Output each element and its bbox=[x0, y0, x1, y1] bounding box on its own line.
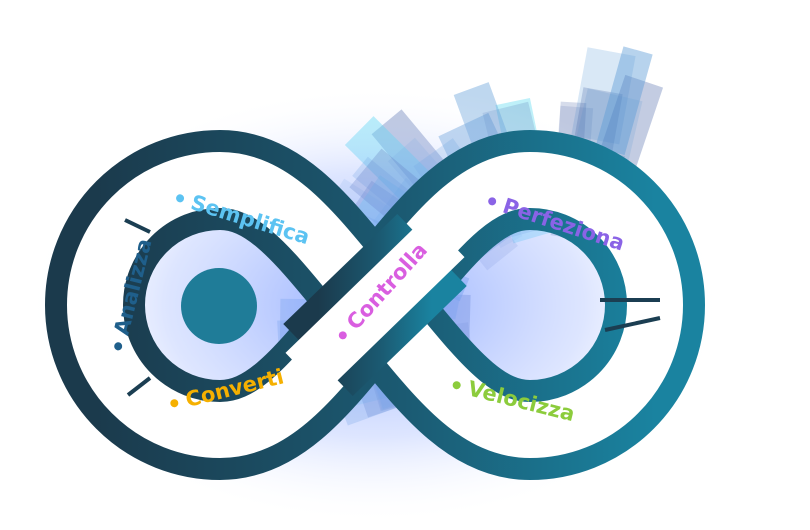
bullet-icon bbox=[114, 342, 123, 351]
center-dot bbox=[181, 268, 257, 344]
crossing-white bbox=[285, 216, 465, 394]
bullet-icon bbox=[176, 194, 185, 203]
segment-dividers bbox=[124, 218, 661, 397]
bullet-icon bbox=[338, 331, 347, 340]
bullet-icon bbox=[452, 381, 461, 390]
bullet-icon bbox=[170, 399, 179, 408]
bullet-icon bbox=[488, 197, 497, 206]
ray-block bbox=[595, 46, 653, 156]
ray-block bbox=[571, 47, 636, 145]
